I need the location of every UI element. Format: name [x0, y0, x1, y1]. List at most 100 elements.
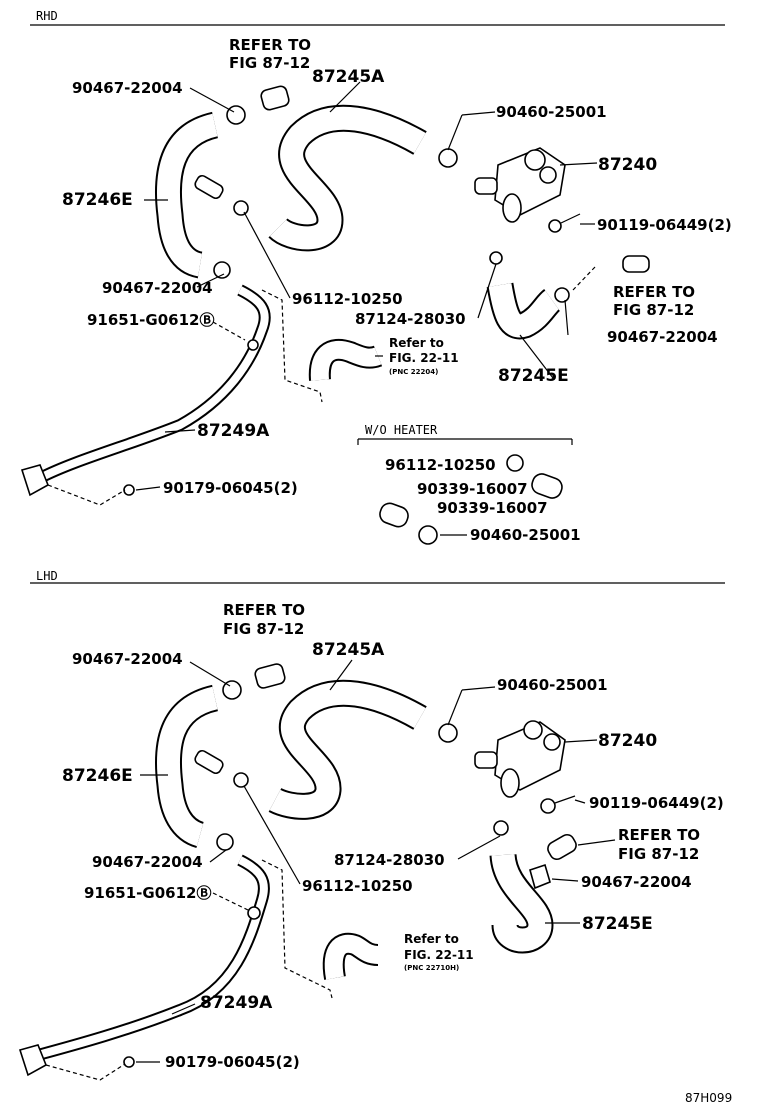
hose-87245a: [269, 106, 426, 250]
clamp-87124: [489, 251, 503, 265]
rhd-dashed-refer: [572, 266, 596, 291]
lhd-dashed-clip: [212, 892, 249, 911]
lhd-label-90467-22004-b: 90467-22004: [92, 853, 203, 871]
lhd-refer-22-11-line3: (PNC 22710H): [404, 964, 459, 972]
lhd-hose-87246e: [156, 686, 219, 847]
wo-plug-90339-a: [531, 473, 563, 499]
heater-valve-87240: [474, 147, 566, 223]
lhd-dashed-connector: [261, 859, 333, 999]
lhd-refer-87-12-b-line2: FIG 87-12: [618, 845, 699, 863]
rhd-label-91651-g0612: 91651-G0612Ⓑ: [87, 311, 214, 329]
rhd-label-90467-22004-c: 90467-22004: [607, 328, 718, 346]
lhd-label-87245e: 87245E: [582, 914, 653, 934]
lhd-refer-87-12-a-line2: FIG 87-12: [223, 620, 304, 638]
lhd-label-87124-28030: 87124-28030: [334, 851, 445, 869]
wo-plug-90339-b: [379, 502, 409, 528]
rhd-section-title: RHD: [36, 9, 58, 23]
rhd-label-87240: 87240: [598, 155, 657, 175]
refer-pipe-stub-b: [622, 255, 650, 273]
lhd-bolt-90119: [540, 795, 576, 814]
lhd-label-96112-10250: 96112-10250: [302, 877, 413, 895]
rhd-dashed-nut: [47, 484, 126, 506]
clamp-90467-a: [226, 105, 246, 125]
wo-heater-section: W/O HEATER 96112-10250 90339-16007 90339…: [357, 423, 581, 545]
lhd-heater-valve-87240: [474, 720, 566, 798]
rhd-label-96112-10250: 96112-10250: [292, 290, 403, 308]
rhd-label-90467-22004-b: 90467-22004: [102, 279, 213, 297]
lhd-label-87246e: 87246E: [62, 766, 133, 786]
lhd-refer-87-12-a-line1: REFER TO: [223, 601, 305, 619]
rhd-refer-87-12-a-line2: FIG 87-12: [229, 54, 310, 72]
lhd-label-90460-25001: 90460-25001: [497, 676, 608, 694]
rhd-label-87124-28030: 87124-28030: [355, 310, 466, 328]
lhd-label-90467-22004-c: 90467-22004: [581, 873, 692, 891]
clamp-90460: [438, 148, 458, 168]
rhd-label-90179-06045: 90179-06045(2): [163, 479, 298, 497]
lhd-pipe-87249a: [36, 856, 268, 1059]
pipe-clip: [247, 339, 259, 351]
wo-label-90460-25001: 90460-25001: [470, 526, 581, 544]
lhd-refer-87-12-b-line1: REFER TO: [618, 826, 700, 844]
refer-hose-22-11: [310, 340, 382, 381]
lhd-dashed-nut: [45, 1063, 126, 1081]
lhd-refer-hose-22-11: [324, 934, 379, 980]
lhd-label-87245a: 87245A: [312, 640, 385, 660]
lhd-refer-22-11-line2: FIG. 22-11: [404, 948, 474, 962]
lhd-clamp-90467-b: [216, 833, 234, 851]
lhd-section: LHD: [18, 569, 732, 1105]
clamp-90467-b: [213, 261, 231, 279]
figure-code: 87H099: [685, 1091, 732, 1105]
bolt-90119: [548, 213, 581, 233]
lhd-clamp-87124: [493, 820, 509, 836]
lhd-label-90467-22004-a: 90467-22004: [72, 650, 183, 668]
lhd-nut-90179: [123, 1056, 135, 1068]
rhd-label-90467-22004-a: 90467-22004: [72, 79, 183, 97]
clamp-90467-c: [554, 287, 570, 303]
lhd-pipe-stub: [194, 749, 224, 775]
lhd-label-90119-06449: 90119-06449(2): [589, 794, 724, 812]
rhd-label-90119-06449: 90119-06449(2): [597, 216, 732, 234]
lhd-pipe-clip: [247, 906, 261, 920]
lhd-label-87240: 87240: [598, 731, 657, 751]
rhd-refer-87-12-b-line1: REFER TO: [613, 283, 695, 301]
rhd-section: RHD: [20, 9, 732, 506]
lhd-hose-87245e: [491, 853, 552, 952]
rhd-label-87245a: 87245A: [312, 67, 385, 87]
rhd-label-87245e: 87245E: [498, 366, 569, 386]
lhd-clamp-90467-c: [529, 863, 551, 890]
rhd-label-87249a: 87249A: [197, 421, 270, 441]
rhd-refer-87-12-b-line2: FIG 87-12: [613, 301, 694, 319]
hose-87245e: [488, 283, 560, 338]
rhd-refer-22-11-line1: Refer to: [389, 336, 444, 350]
rhd-refer-87-12-a-line1: REFER TO: [229, 36, 311, 54]
lhd-label-87249a: 87249A: [200, 993, 273, 1013]
wo-label-90339-16007-b: 90339-16007: [437, 499, 548, 517]
hose-87246e: [156, 113, 219, 277]
rhd-dashed-clip: [212, 321, 246, 341]
pipe-87249a: [38, 286, 269, 482]
lhd-clamp-90467-a: [222, 680, 242, 700]
lhd-hose-87245a: [269, 681, 426, 818]
lhd-refer-22-11-line1: Refer to: [404, 932, 459, 946]
pipe-stub: [194, 174, 224, 200]
wo-label-90339-16007-a: 90339-16007: [417, 480, 528, 498]
lhd-clamp-96112: [233, 772, 249, 788]
wo-clamp-90460: [418, 525, 438, 545]
lhd-refer-pipe-stub: [254, 663, 286, 689]
wo-heater-title: W/O HEATER: [365, 423, 438, 437]
rhd-refer-22-11-line3: (PNC 22204): [389, 368, 438, 376]
wo-clamp-96112: [506, 454, 524, 472]
nut-90179: [123, 484, 135, 496]
lhd-section-title: LHD: [36, 569, 58, 583]
rhd-label-87246e: 87246E: [62, 190, 133, 210]
lhd-refer-pipe-stub-b: [547, 833, 577, 861]
refer-pipe-stub: [260, 85, 290, 111]
lhd-label-91651-g0612: 91651-G0612Ⓑ: [84, 884, 211, 902]
wo-label-96112-10250: 96112-10250: [385, 456, 496, 474]
rhd-label-90460-25001: 90460-25001: [496, 103, 607, 121]
lhd-clamp-90460: [438, 723, 458, 743]
lhd-label-90179-06045: 90179-06045(2): [165, 1053, 300, 1071]
clamp-96112: [233, 200, 249, 216]
rhd-refer-22-11-line2: FIG. 22-11: [389, 351, 459, 365]
